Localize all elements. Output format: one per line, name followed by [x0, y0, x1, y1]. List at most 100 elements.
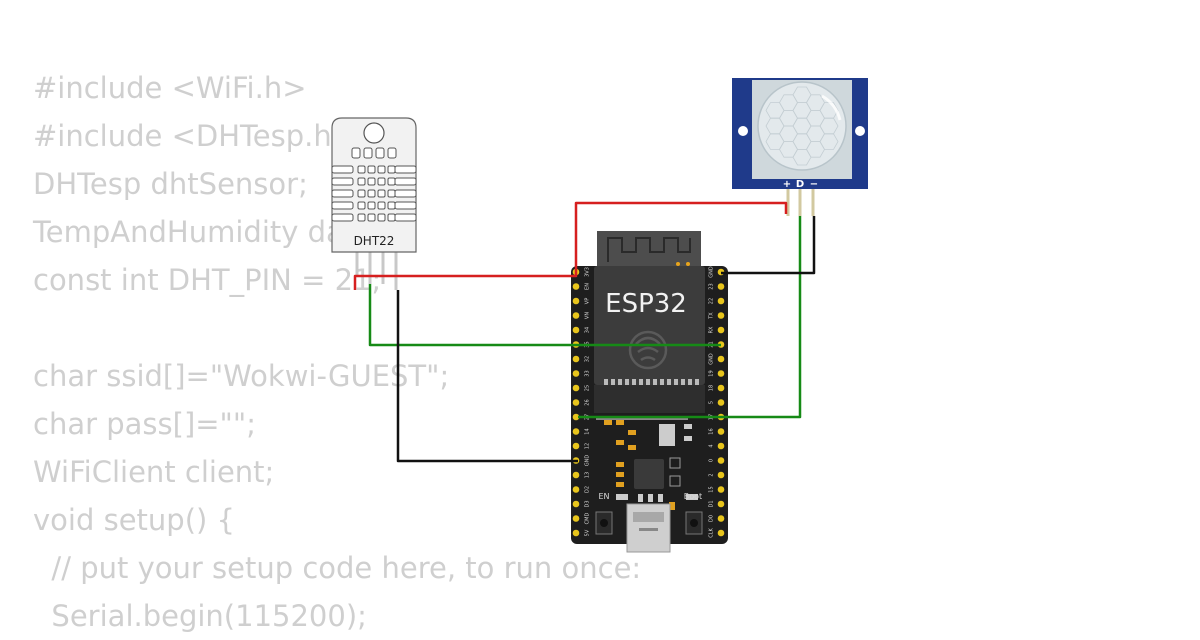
- esp-pin-left[interactable]: [572, 283, 580, 290]
- esp-pin-label: 5: [709, 401, 715, 404]
- code-line: Serial.begin(115200);: [33, 599, 367, 633]
- esp-pin-right[interactable]: [717, 283, 725, 290]
- esp-pin-left[interactable]: [572, 312, 580, 319]
- pir-lens-pattern: [765, 86, 839, 166]
- esp-pin-label: GND: [709, 353, 715, 365]
- wire-dht-vcc[interactable]: [353, 272, 578, 290]
- esp-pin-label: CMD: [585, 513, 591, 525]
- espressif-logo-icon: [628, 330, 668, 370]
- micro-usb-port[interactable]: [626, 503, 671, 553]
- esp-pin-right[interactable]: [717, 355, 725, 363]
- wire-pir-gnd[interactable]: [721, 216, 816, 275]
- esp-pin-left[interactable]: [572, 326, 580, 334]
- wire-pir-vcc[interactable]: [574, 201, 788, 272]
- esp-pin-label: 15: [709, 486, 715, 492]
- esp-pin-label: 3V3: [585, 267, 591, 277]
- esp-pin-label: 34: [585, 327, 591, 333]
- esp-pin-right[interactable]: [717, 529, 725, 537]
- pir-motion-sensor[interactable]: + D −: [732, 78, 868, 216]
- esp-pin-label: 13: [585, 472, 591, 478]
- esp-pin-left[interactable]: [572, 442, 580, 450]
- esp-pin-left[interactable]: [572, 297, 580, 305]
- dht22-sensor[interactable]: DHT22: [331, 117, 417, 290]
- code-line: char pass[]="";: [33, 407, 257, 441]
- esp-pin-label: 2: [709, 473, 715, 476]
- esp-pin-right[interactable]: [717, 457, 725, 464]
- esp-pin-label: VN: [585, 312, 591, 319]
- esp-pin-left[interactable]: [572, 355, 580, 363]
- esp-pin-left[interactable]: [572, 384, 580, 392]
- code-line: #include <DHTesp.h>: [33, 119, 357, 153]
- esp-pin-right[interactable]: [717, 428, 725, 435]
- esp-pin-label: GND: [709, 266, 715, 278]
- esp-pin-right[interactable]: [717, 384, 725, 392]
- code-line: // put your setup code here, to run once…: [33, 551, 642, 585]
- esp-module-pads: [604, 379, 699, 385]
- wire-pir-data[interactable]: [578, 216, 802, 419]
- boot-button[interactable]: [685, 511, 703, 535]
- pir-pin-gnd-label: −: [810, 179, 818, 190]
- esp-pin-label: D0: [709, 515, 715, 522]
- pir-pin-data-label: D: [796, 179, 804, 190]
- code-line: const int DHT_PIN = 21;: [33, 263, 382, 297]
- esp-pin-right[interactable]: [717, 442, 725, 450]
- esp-pin-left[interactable]: [572, 370, 580, 377]
- pir-mount-hole-left: [738, 126, 748, 136]
- code-line: char ssid[]="Wokwi-GUEST";: [33, 359, 450, 393]
- esp-pin-right[interactable]: [717, 500, 725, 508]
- esp-pin-right[interactable]: [717, 312, 725, 319]
- wire-dht-gnd[interactable]: [396, 290, 578, 463]
- esp-pin-label: 22: [709, 298, 715, 304]
- esp-regulator: [659, 424, 675, 446]
- esp-pin-left[interactable]: [572, 399, 580, 406]
- esp-pin-label: GND: [585, 455, 591, 467]
- esp-module-shield: [594, 266, 705, 385]
- wire-dht-data[interactable]: [368, 284, 721, 347]
- esp-pin-label: 14: [585, 428, 591, 434]
- esp-pin-right[interactable]: [717, 471, 725, 479]
- esp-pin-right[interactable]: [717, 326, 725, 334]
- esp-pin-label: CLK: [709, 528, 715, 538]
- esp-pin-right[interactable]: [717, 515, 725, 522]
- esp-pin-left[interactable]: [572, 486, 580, 493]
- esp-pin-left[interactable]: [572, 471, 580, 479]
- esp-pin-label: 12: [585, 443, 591, 449]
- esp32-label: ESP32: [605, 289, 687, 319]
- boot-button-label: Boot: [684, 492, 702, 501]
- esp-pin-label: 32: [585, 356, 591, 362]
- esp-pin-label: D1: [709, 500, 715, 507]
- dht-mount-hole: [363, 122, 385, 144]
- esp-usb-chip: [634, 459, 664, 489]
- pir-mount-hole-right: [855, 126, 865, 136]
- esp-pin-label: 33: [585, 370, 591, 376]
- esp-pin-right[interactable]: [717, 370, 725, 377]
- en-button-label: EN: [598, 492, 609, 501]
- esp-pin-right[interactable]: [717, 399, 725, 406]
- esp-pin-label: 18: [709, 385, 715, 391]
- esp-pin-label: 25: [585, 385, 591, 391]
- esp-pin-label: 19: [709, 370, 715, 376]
- code-line: #include <WiFi.h>: [33, 71, 307, 105]
- pir-fresnel-lens: [757, 81, 847, 171]
- esp-pin-left[interactable]: [572, 500, 580, 508]
- esp-pin-label: D2: [585, 486, 591, 493]
- en-button[interactable]: [595, 511, 613, 535]
- code-line: DHTesp dhtSensor;: [33, 167, 308, 201]
- esp-pin-label: 16: [709, 428, 715, 434]
- esp-pin-right[interactable]: [717, 486, 725, 493]
- esp-pin-label: TX: [709, 312, 715, 320]
- esp-pin-left[interactable]: [572, 515, 580, 522]
- esp-pin-label: 4: [709, 444, 715, 447]
- esp-pin-label: D3: [585, 500, 591, 507]
- esp-pin-left[interactable]: [572, 529, 580, 537]
- esp-pin-right[interactable]: [717, 297, 725, 305]
- esp32-board[interactable]: ESP32 EN Boot: [571, 231, 728, 553]
- esp-pin-label: VP: [585, 298, 591, 304]
- esp-pin-label: 23: [709, 283, 715, 289]
- wires: [353, 201, 816, 463]
- dht-label: DHT22: [354, 234, 395, 248]
- esp-pin-left[interactable]: [572, 428, 580, 435]
- esp-pin-left[interactable]: [572, 413, 580, 421]
